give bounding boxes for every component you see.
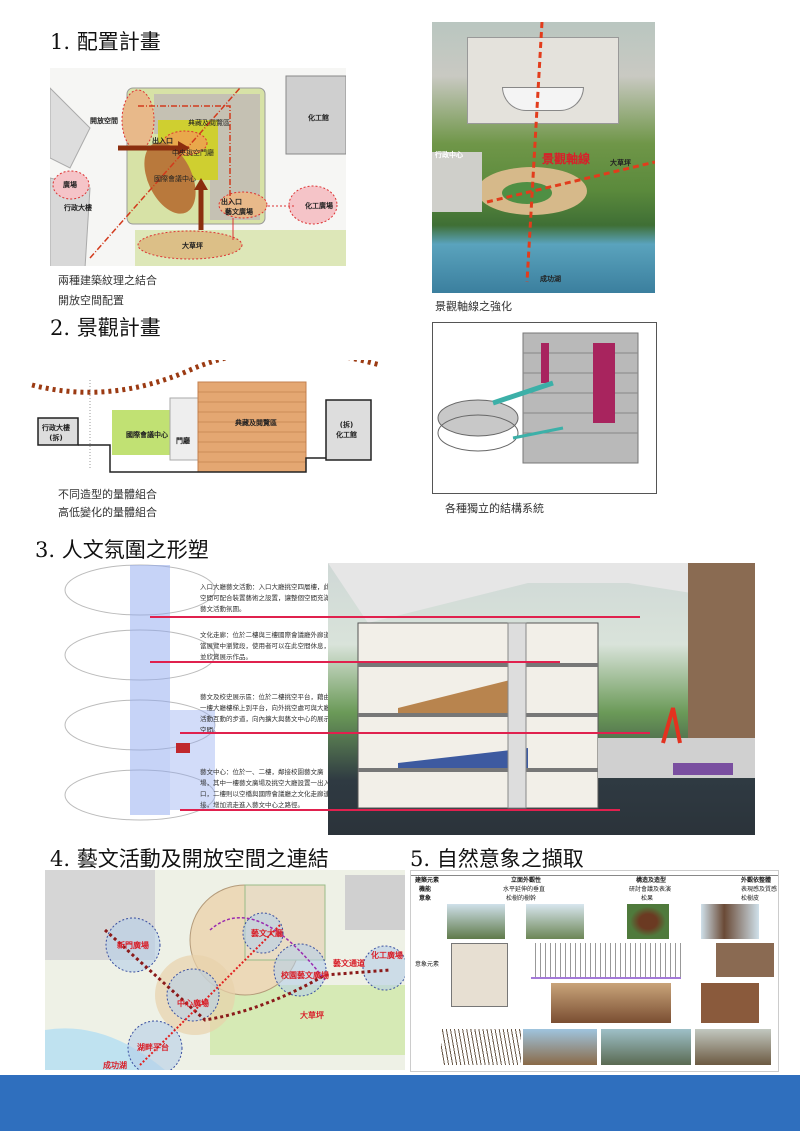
label-chem-building: 化工館	[308, 114, 329, 122]
label-open-space: 開放空間	[90, 117, 118, 125]
admin-center-render	[432, 152, 482, 212]
table-header-4: 外觀依整體	[741, 877, 772, 884]
section-title-5: 5. 自然意象之擷取	[410, 847, 584, 871]
label-admin-center: 行政中心	[435, 151, 463, 159]
label-lake: 成功湖	[540, 275, 561, 283]
label-exhibit-section: 典藏及閱覽區	[235, 419, 277, 427]
photo-facade-3	[701, 983, 759, 1023]
label-admin-building: 行政大樓	[64, 204, 92, 212]
sketch-facade	[451, 943, 508, 1007]
table-header-2: 立面外觀性	[511, 877, 542, 884]
note-arts-center: 藝文中心：位於一、二樓，鄰接校園藝文廣場，其中一樓藝文廣場及挑空大廳設置一出入口…	[200, 768, 330, 809]
row-function-1: 水平延伸的垂直	[503, 886, 546, 893]
label-conference-section: 國際會議中心	[126, 431, 168, 439]
row-image-2: 松果	[641, 895, 654, 902]
label-arts-link: 藝文通道	[333, 959, 365, 968]
label-art-hall: 藝文大廳	[251, 929, 283, 938]
photo-building-2	[601, 1029, 691, 1065]
rendering-caption: 景觀軸線之強化	[435, 300, 512, 313]
label-central-plaza: 中心廣場	[177, 999, 209, 1008]
row-image-1: 松樹的樹幹	[506, 895, 537, 902]
note-history-exhibit: 藝文及校史展示區：位於二樓挑空平台，藉由一樓大廳樓梯上到平台，向外挑空處可與大廳…	[200, 693, 330, 734]
photo-building-1	[523, 1029, 597, 1065]
table-header-3: 構造及造型	[636, 877, 667, 884]
row-image-3: 松樹皮	[741, 895, 760, 902]
landscape-rendering: 行政中心 景觀軸線 大草坪 成功湖	[432, 22, 655, 293]
site-plan-drawing	[50, 68, 346, 266]
footer-bar	[0, 1075, 800, 1131]
photo-pine-trees	[526, 904, 584, 939]
label-gate-plaza: 新門廣場	[117, 941, 149, 950]
axis-lines	[486, 22, 655, 283]
section-title-1: 1. 配置計畫	[50, 30, 161, 54]
table-rule	[411, 875, 778, 876]
site-plan-caption-2: 開放空間配置	[58, 294, 124, 307]
label-entrance-1: 出入口	[152, 137, 173, 145]
photo-pine-cone	[627, 904, 669, 939]
floor-stack-diagram: 入口大廳藝文活動：入口大廳挑空四層樓，此空間可配合裝置藝術之設置，讓整個空間充滿…	[60, 560, 330, 832]
photo-facade-2	[551, 983, 671, 1023]
sketch-fins	[441, 1029, 521, 1065]
label-lake-map: 成功湖	[103, 1061, 127, 1070]
label-admin-demolish: 行政大樓 (拆)	[42, 424, 70, 442]
open-space-map: 新門廣場 藝文大廳 化工廣場 藝文通道 校園藝文廣場 中心廣場 大草坪 湖畔平台…	[45, 870, 405, 1070]
section-diagram: 行政大樓 (拆) 國際會議中心 門廳 典藏及閱覽區 (拆) 化工館	[30, 360, 382, 480]
section-title-3: 3. 人文氛圍之形塑	[35, 538, 209, 562]
note-cultural-corridor: 文化走廊：位於二樓與三樓國際會議廳外廊道當展覽中瀏覽段，使用者可以在此空間休息，…	[200, 631, 330, 661]
nature-image-table: 建築元素 立面外觀性 構造及造型 外觀依整體 機能 水平延伸的垂直 研討會議及表…	[410, 870, 779, 1072]
label-chem-demolish: (拆) 化工館	[336, 421, 357, 439]
label-plaza: 廣場	[63, 181, 77, 189]
row-label-image: 意象	[419, 895, 432, 902]
table-header-1: 建築元素	[415, 877, 440, 884]
sketch-elevation	[531, 943, 681, 979]
section-caption-2: 高低變化的量體組合	[58, 506, 157, 519]
label-lawn-map: 大草坪	[300, 1011, 324, 1020]
label-entrance-2: 出入口	[221, 198, 242, 206]
section-title-2: 2. 景觀計畫	[50, 316, 161, 340]
note-entrance-lobby: 入口大廳藝文活動：入口大廳挑空四層樓，此空間可配合裝置藝術之設置，讓整個空間充滿…	[200, 583, 330, 613]
label-chem-plaza-map: 化工廣場	[371, 951, 403, 960]
section-rendering-drawing	[328, 563, 755, 809]
photo-building-3	[695, 1029, 771, 1065]
label-central-hall: 中央挑空門廳	[172, 149, 214, 157]
photo-pine-forest	[447, 904, 505, 939]
open-space-map-drawing	[45, 870, 405, 1070]
photo-facade-1	[716, 943, 774, 977]
section-drawing	[31, 360, 381, 473]
label-exhibit: 典藏及閱覽區	[188, 119, 230, 127]
section-rendering	[328, 563, 755, 835]
row-function-3: 表現感及質感	[741, 886, 778, 893]
site-plan: 開放空間 典藏及閱覽區 出入口 中央挑空門廳 國際會議中心 廣場 行政大樓 出入…	[50, 68, 346, 266]
label-hall: 門廳	[176, 437, 190, 445]
label-arts-plaza: 藝文廣場	[225, 208, 253, 216]
side-label: 意象元素	[415, 961, 440, 968]
structure-caption: 各種獨立的結構系統	[445, 502, 544, 515]
connector-lines	[150, 616, 650, 811]
floor-stack-drawing	[64, 564, 216, 821]
section-caption-1: 不同造型的量體組合	[58, 488, 157, 501]
label-lawn-render: 大草坪	[610, 159, 631, 167]
row-label-function: 機能	[419, 886, 432, 893]
photo-pine-bark	[701, 904, 759, 939]
site-plan-caption-1: 兩種建築紋理之結合	[58, 274, 157, 287]
section-title-4: 4. 藝文活動及開放空間之連結	[50, 847, 329, 871]
label-landscape-axis: 景觀軸線	[542, 152, 591, 166]
label-chem-plaza: 化工廣場	[305, 202, 333, 210]
label-campus-arts-plaza: 校園藝文廣場	[281, 971, 329, 980]
row-function-2: 研討會議及表演	[629, 886, 672, 893]
label-conference: 國際會議中心	[154, 175, 196, 183]
structure-model	[432, 322, 657, 494]
structure-drawing	[437, 332, 639, 464]
canopy-render	[502, 87, 584, 111]
label-lake-stage: 湖畔平台	[137, 1043, 169, 1052]
label-lawn: 大草坪	[182, 242, 203, 250]
